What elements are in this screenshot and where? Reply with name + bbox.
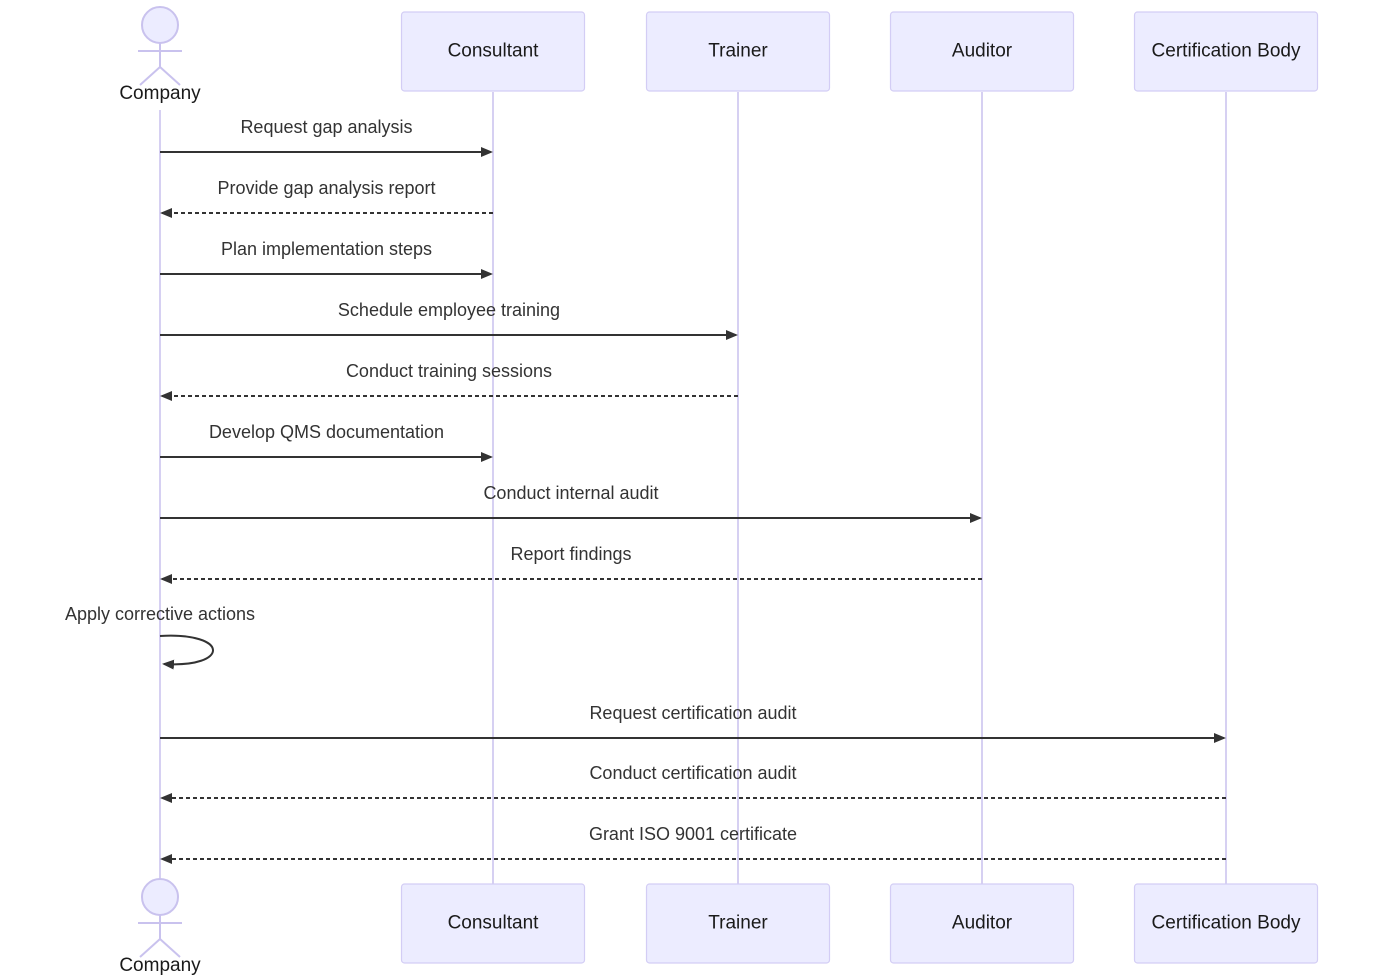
- participant-certification-body-top: Certification Body: [1133, 11, 1319, 92]
- message-5: Conduct training sessions: [160, 361, 738, 401]
- message-10: Request certification audit: [160, 703, 1226, 743]
- participant-label: Certification Body: [1152, 41, 1301, 62]
- participant-box: [889, 883, 1075, 964]
- message-label: Provide gap analysis report: [217, 178, 435, 198]
- participant-label: Trainer: [708, 913, 768, 934]
- message-label: Plan implementation steps: [221, 239, 432, 259]
- actor-company-bottom: Company: [119, 878, 201, 976]
- actor-company-top: Company: [119, 6, 201, 104]
- participant-auditor-bottom: Auditor: [889, 883, 1075, 964]
- message-label: Request certification audit: [589, 703, 796, 723]
- participant-label: Consultant: [448, 41, 540, 62]
- message-6: Develop QMS documentation: [160, 422, 493, 462]
- message-label: Conduct internal audit: [483, 483, 658, 503]
- participant-label: Auditor: [952, 913, 1013, 934]
- actor-label: Company: [119, 955, 201, 976]
- message-label: Grant ISO 9001 certificate: [589, 824, 797, 844]
- lifelines: [159, 92, 1227, 884]
- participant-label: Consultant: [448, 913, 540, 934]
- message-1: Request gap analysis: [160, 117, 493, 157]
- message-12: Grant ISO 9001 certificate: [160, 824, 1226, 864]
- message-label: Schedule employee training: [338, 300, 560, 320]
- participant-box: [1133, 883, 1319, 964]
- actor-head: [141, 878, 179, 916]
- message-7: Conduct internal audit: [160, 483, 982, 523]
- participant-label: Certification Body: [1152, 913, 1301, 934]
- participant-box: [1133, 11, 1319, 92]
- participant-consultant-top: Consultant: [400, 11, 586, 92]
- message-4: Schedule employee training: [160, 300, 738, 340]
- participant-certification-body-bottom: Certification Body: [1133, 883, 1319, 964]
- participant-label: Auditor: [952, 41, 1013, 62]
- participant-box: [400, 883, 586, 964]
- participant-label: Trainer: [708, 41, 768, 62]
- message-label: Request gap analysis: [240, 117, 412, 137]
- participant-consultant-bottom: Consultant: [400, 883, 586, 964]
- actor-label: Company: [119, 83, 201, 104]
- message-label: Report findings: [510, 544, 631, 564]
- participant-trainer-bottom: Trainer: [645, 883, 831, 964]
- message-3: Plan implementation steps: [160, 239, 493, 279]
- message-8: Report findings: [160, 544, 982, 584]
- message-label: Develop QMS documentation: [209, 422, 444, 442]
- actor-head: [141, 6, 179, 44]
- participants-top: Company Consultant Trainer Auditor Certifica…: [119, 6, 1319, 104]
- participant-box: [400, 11, 586, 92]
- participant-box: [645, 11, 831, 92]
- message-9: Apply corrective actions: [65, 604, 255, 670]
- actor-leg-right: [159, 938, 181, 958]
- participant-box: [645, 883, 831, 964]
- actor-leg-left: [139, 66, 161, 86]
- participant-box: [889, 11, 1075, 92]
- participants-bottom: Company Consultant Trainer Auditor Certifica…: [119, 878, 1319, 976]
- actor-leg-right: [159, 66, 181, 86]
- self-message-arrow: [159, 634, 214, 670]
- actor-leg-left: [139, 938, 161, 958]
- message-label: Conduct certification audit: [589, 763, 796, 783]
- participant-trainer-top: Trainer: [645, 11, 831, 92]
- message-label: Apply corrective actions: [65, 604, 255, 624]
- participant-auditor-top: Auditor: [889, 11, 1075, 92]
- message-11: Conduct certification audit: [160, 763, 1226, 803]
- message-2: Provide gap analysis report: [160, 178, 493, 218]
- message-label: Conduct training sessions: [346, 361, 552, 381]
